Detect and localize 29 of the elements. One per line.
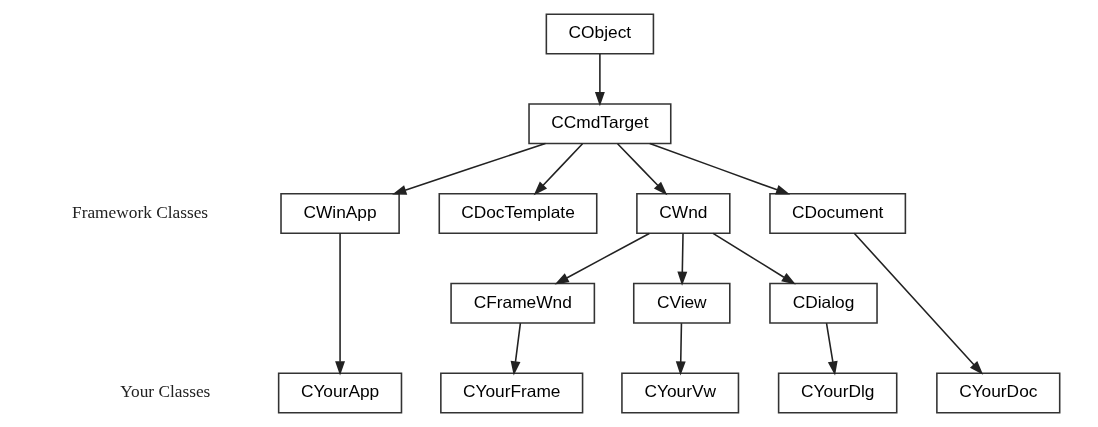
node-box: CCmdTarget (527, 103, 672, 145)
node-box: CYourDlg (777, 372, 897, 414)
node-box: CYourDoc (935, 372, 1060, 414)
node-box: CYourFrame (439, 372, 583, 414)
node-box: CDocTemplate (438, 193, 598, 234)
node-box: CObject (545, 13, 654, 55)
arrow (510, 322, 521, 376)
arrow (391, 142, 546, 195)
node-box: CDialog (768, 282, 878, 324)
arrow (648, 142, 790, 195)
label: Your Classes (119, 382, 210, 402)
arrow (533, 142, 583, 196)
node-box: CDocument (768, 193, 906, 234)
node-box: CYourVw (620, 372, 739, 414)
arrow (675, 322, 686, 376)
arrow (711, 232, 796, 285)
arrow (676, 232, 687, 286)
node-box: CWinApp (279, 193, 400, 234)
arrow (334, 232, 345, 376)
node-box: CView (632, 282, 731, 324)
arrow (616, 142, 667, 196)
label: Framework Classes (71, 202, 208, 222)
node-box: CWnd (635, 193, 731, 234)
node-box: CYourApp (277, 372, 402, 414)
node-box: CFrameWnd (449, 282, 595, 324)
arrow (852, 232, 983, 375)
arrow (825, 322, 838, 376)
arrow (554, 232, 650, 285)
arrow (594, 53, 605, 107)
